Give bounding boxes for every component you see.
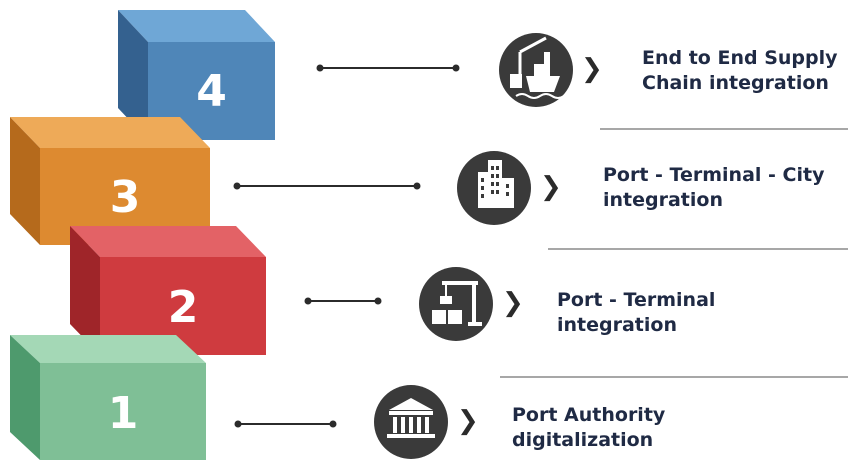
chevron-right-icon: ❯ [540,172,562,202]
step-4-label-line1: End to End Supply [642,47,838,69]
step-1-label-line2: digitalization [512,429,654,451]
connector-4 [316,64,460,72]
connector-1 [234,420,337,428]
block-1 [10,335,206,460]
step-2-label: Port - Terminal integration [557,288,715,338]
step-4-label-line2: Chain integration [642,72,829,94]
step-1-label: Port Authority digitalization [512,403,665,453]
block-1-number: 1 [107,388,139,439]
crane-containers-icon [419,267,493,341]
chevron-right-icon: ❯ [581,54,603,84]
step-4-label: End to End Supply Chain integration [642,46,838,96]
step-2-label-line2: integration [557,314,677,336]
chevron-right-icon: ❯ [457,406,479,436]
step-3-label: Port - Terminal - City integration [603,163,824,213]
connector-3 [233,182,421,190]
connector-2 [304,297,382,305]
step-3-label-line2: integration [603,189,723,211]
city-buildings-icon [457,151,531,225]
step-1-label-line1: Port Authority [512,404,666,426]
step-2-label-line1: Port - Terminal [557,289,716,311]
block-2 [70,226,266,355]
step-3-label-line1: Port - Terminal - City [603,164,825,186]
block-4-number: 4 [196,66,227,117]
block-2-number: 2 [167,282,199,333]
ship-port-icon [499,33,573,107]
government-building-icon [374,385,448,459]
chevron-right-icon: ❯ [502,288,524,318]
block-3-number: 3 [109,172,141,223]
